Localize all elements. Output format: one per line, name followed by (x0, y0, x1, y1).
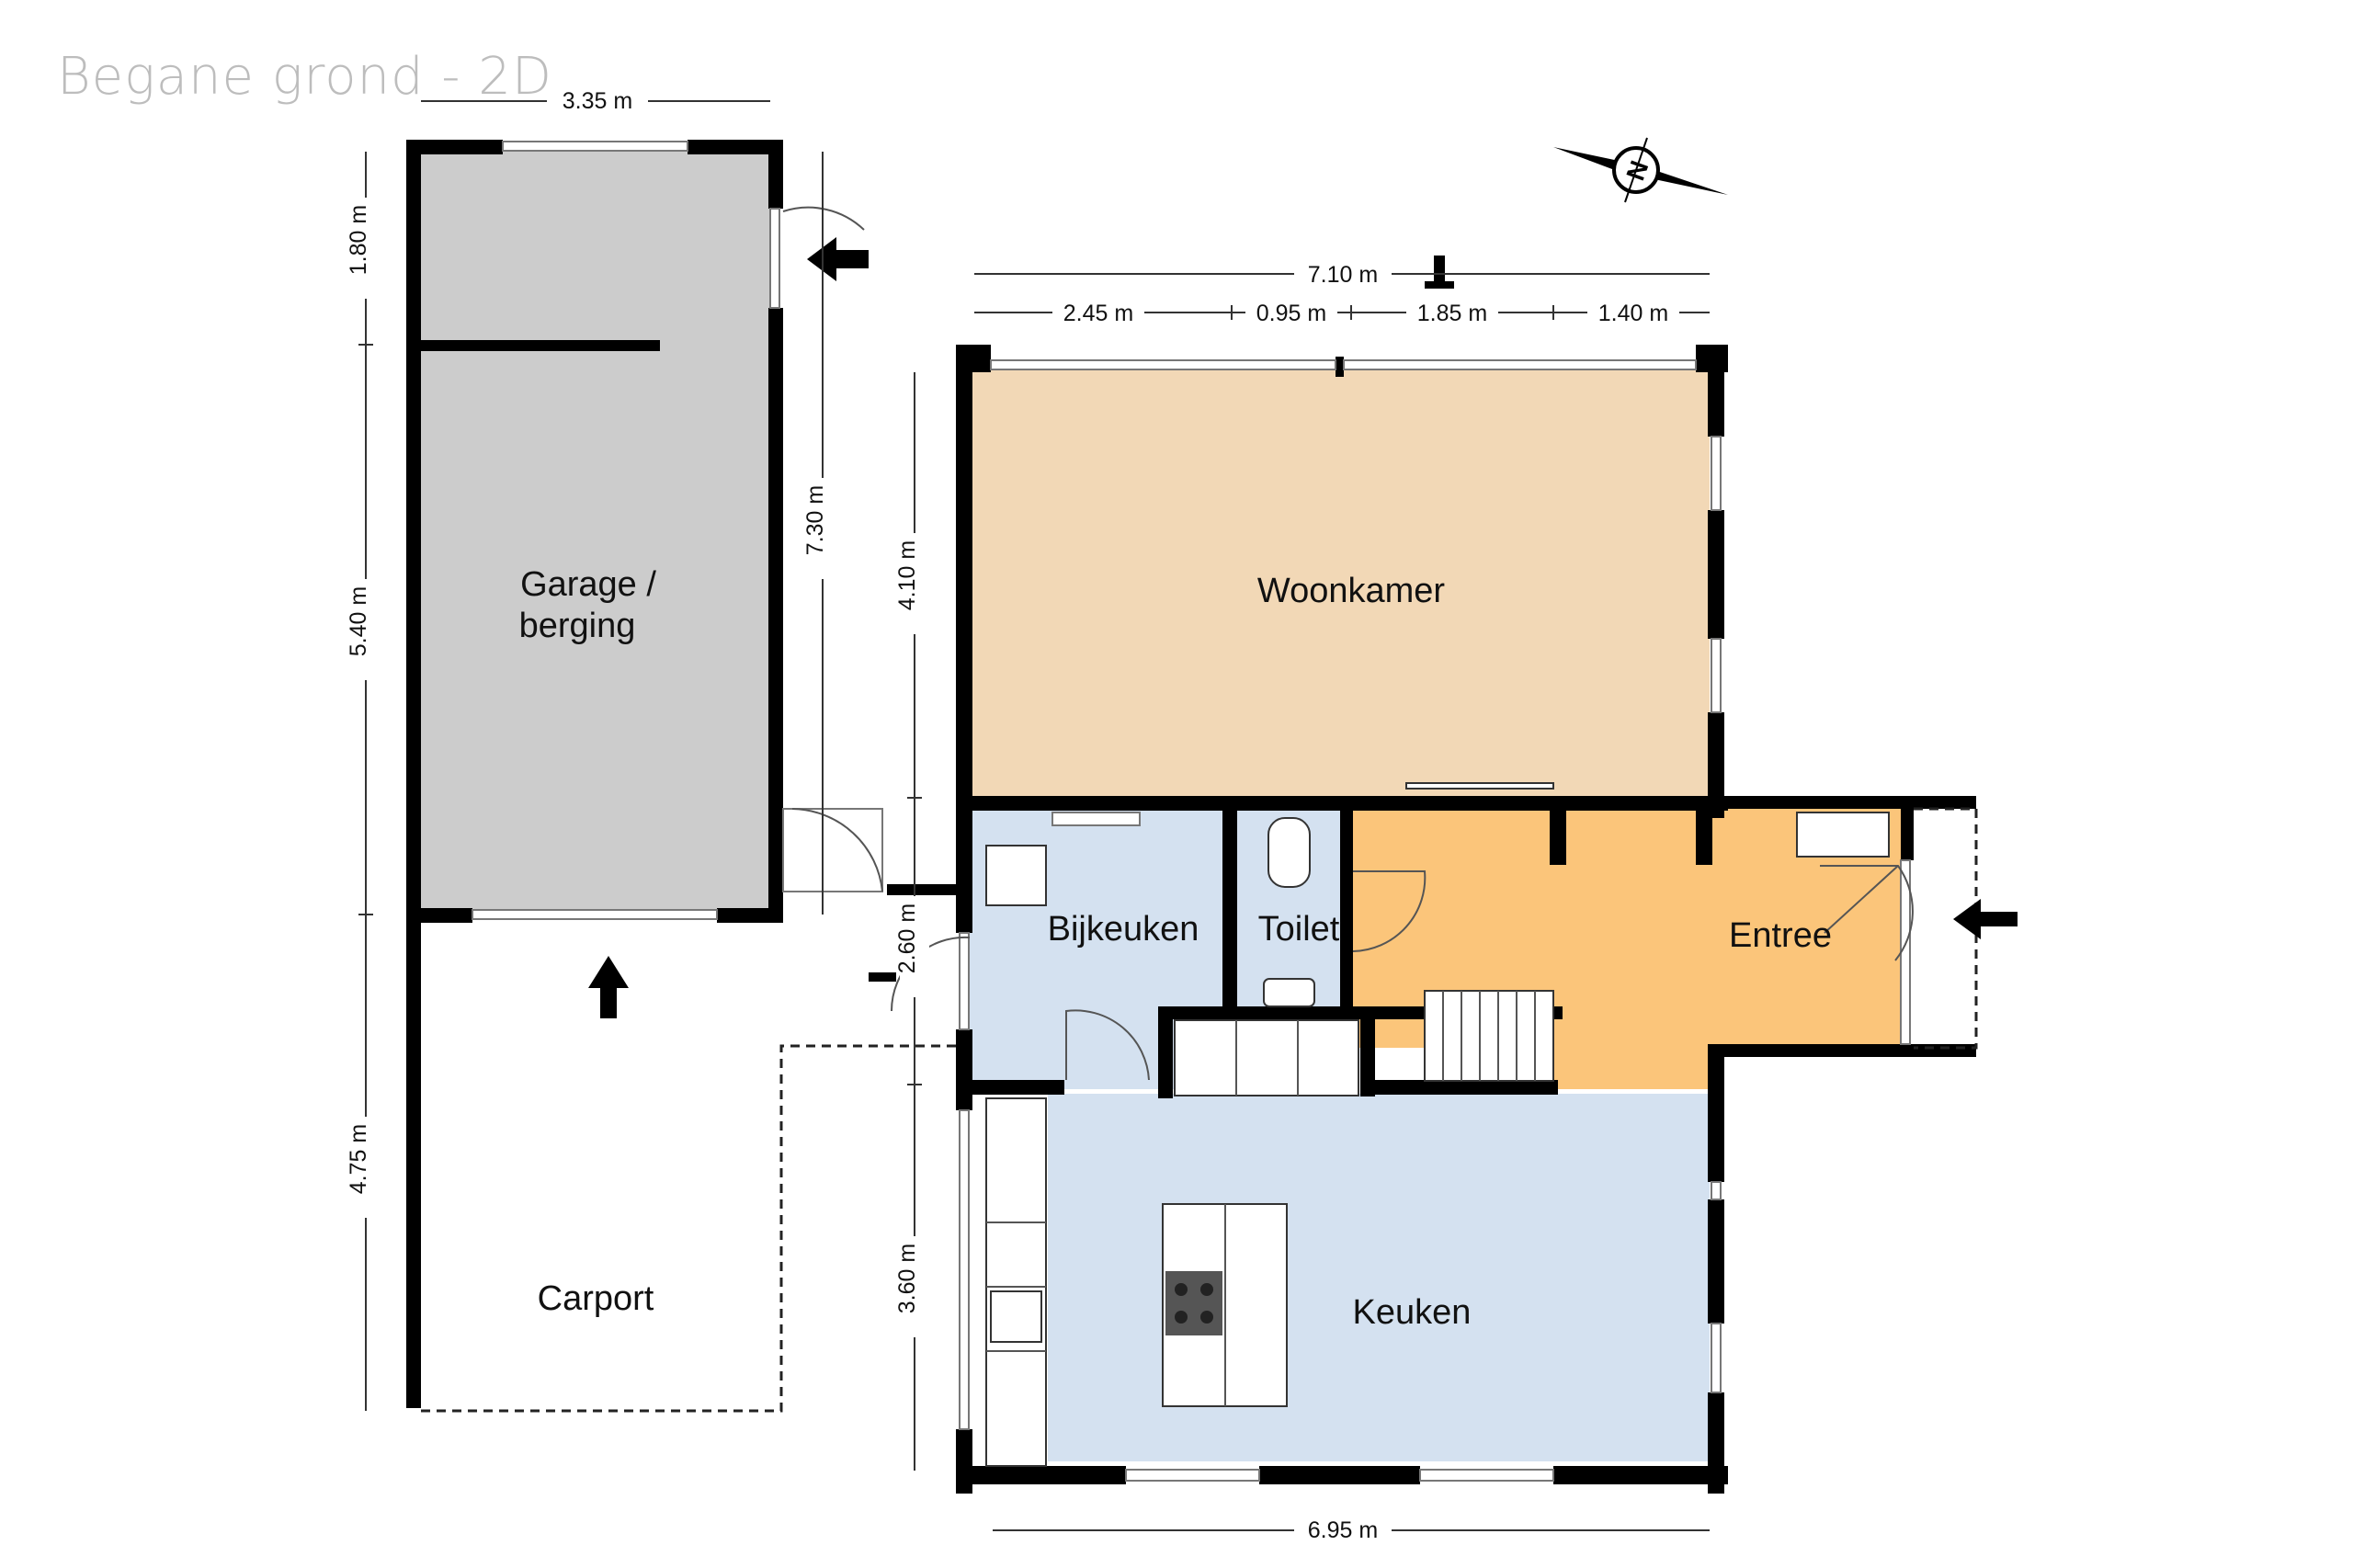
carport-outline (421, 1044, 956, 1413)
label-garage-line1: Garage / (520, 565, 656, 604)
house-doors (890, 782, 1978, 1081)
dim-seg-1: 2.45 m (1063, 301, 1133, 326)
dim-garage-total: 7.30 m (802, 485, 828, 555)
cooktop (1165, 1271, 1222, 1335)
label-toilet: Toilet (1258, 910, 1340, 949)
dim-seg-2: 0.95 m (1256, 301, 1326, 326)
dim-seg-4: 1.40 m (1598, 301, 1668, 326)
cabinet-row (1174, 1019, 1359, 1096)
garage-side-window (769, 208, 780, 309)
house-windows (959, 359, 1911, 1482)
label-keuken: Keuken (1353, 1293, 1472, 1332)
dim-seg-3: 1.85 m (1417, 301, 1487, 326)
woonkamer-fill (970, 368, 1710, 800)
dim-garage-width: 3.35 m (563, 88, 632, 114)
label-bijkeuken: Bijkeuken (1048, 910, 1199, 949)
dim-garage-top: 1.80 m (346, 205, 371, 275)
room-labels: Garage / berging Carport Woonkamer Bijke… (519, 565, 1832, 1332)
plan-title: Begane grond - 2D (57, 47, 552, 107)
dim-keuken-depth: 3.60 m (894, 1244, 920, 1313)
garage-side-door (782, 808, 883, 892)
entree-arrow-icon (1953, 899, 2018, 939)
dim-woonkamer-depth: 4.10 m (894, 540, 920, 610)
toilet-bowl (1267, 817, 1311, 888)
sink (990, 1290, 1042, 1343)
garage-side-door-arc (791, 808, 883, 892)
dim-carport-depth: 4.75 m (346, 1124, 371, 1194)
garage-bottom-window (472, 909, 718, 920)
dim-garage-mid: 5.40 m (346, 586, 371, 656)
garage-top-window (502, 141, 688, 152)
top-marker-icon (1434, 256, 1445, 283)
side-door-arrow-icon (869, 972, 896, 982)
label-woonkamer: Woonkamer (1257, 572, 1446, 610)
label-entree: Entree (1729, 916, 1832, 955)
washer (985, 845, 1047, 906)
kitchen-counter (985, 1097, 1047, 1467)
garage-top-door-arc (782, 206, 865, 231)
staircase (1424, 990, 1554, 1082)
compass-icon: N (1553, 137, 1728, 203)
toilet-sink (1263, 978, 1315, 1007)
garage-fill (421, 147, 775, 915)
fixtures (985, 812, 1890, 1467)
garage-door-arrow-icon (807, 237, 869, 281)
dim-total-width: 7.10 m (1308, 262, 1378, 288)
carport-arrow-icon (588, 956, 629, 1018)
dim-bijkeuken-depth: 2.60 m (894, 903, 920, 973)
dim-keuken-width: 6.95 m (1308, 1517, 1378, 1543)
keuken-fill (1048, 1094, 1710, 1461)
garage-walls (406, 140, 956, 1408)
dimension-labels: 3.35 m 7.10 m 2.45 m 0.95 m 1.85 m 1.40 … (346, 86, 1679, 1544)
label-carport: Carport (538, 1279, 654, 1318)
house-walls (956, 345, 1976, 1494)
entree-cabinet (1796, 812, 1890, 858)
label-garage-line2: berging (519, 607, 636, 645)
